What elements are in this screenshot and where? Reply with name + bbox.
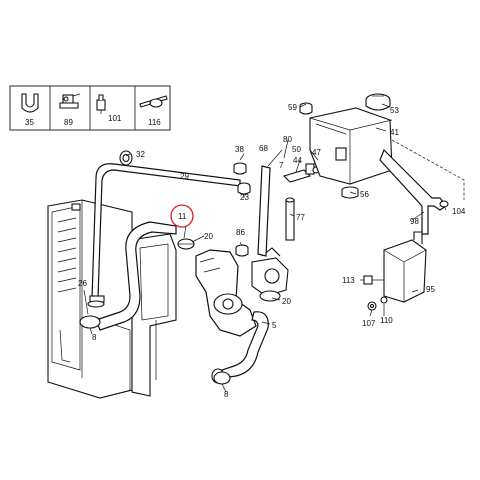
callout-44: 44 (293, 156, 302, 165)
expansion-tank (309, 107, 393, 185)
callout-23: 23 (240, 193, 249, 202)
callout-107: 107 (362, 319, 376, 328)
highlight-circle-11 (170, 204, 194, 228)
callout-86: 86 (236, 228, 245, 237)
callouts: 59 53 41 80 68 50 44 47 38 32 29 7 23 56… (78, 103, 466, 399)
part-32 (119, 150, 133, 166)
callout-38: 38 (235, 145, 244, 154)
legend-label-116: 116 (148, 118, 161, 127)
callout-77: 77 (296, 213, 305, 222)
callout-80: 80 (283, 135, 292, 144)
legend-label-101: 101 (108, 114, 122, 123)
callout-41: 41 (390, 128, 399, 137)
tank-cap-53 (365, 93, 391, 111)
callout-104: 104 (452, 207, 466, 216)
pipe-77 (285, 197, 295, 241)
cable-strap-icon (139, 95, 168, 108)
callout-20-lower: 20 (282, 297, 291, 306)
callout-29: 29 (180, 172, 189, 181)
leader-lines (83, 103, 447, 393)
cable-tie-holder-icon (96, 94, 106, 114)
pipe-68 (257, 149, 283, 257)
callout-8-left: 8 (92, 333, 97, 342)
screw-113 (363, 275, 384, 285)
hose-29 (87, 163, 241, 308)
callout-53: 53 (390, 106, 399, 115)
clamp-8-left (79, 315, 101, 329)
part-23 (237, 182, 251, 195)
clamp-20-upper (177, 238, 195, 250)
hose-98 (379, 148, 449, 235)
legend-label-89: 89 (64, 118, 73, 127)
callout-68: 68 (259, 144, 268, 153)
part-38 (233, 162, 247, 175)
callout-113: 113 (342, 276, 355, 285)
part-59 (299, 102, 313, 115)
part-107 (367, 301, 377, 311)
legend: 35 89 101 116 (9, 85, 171, 131)
callout-7: 7 (279, 161, 284, 170)
legend-label-35: 35 (25, 118, 34, 127)
callout-26: 26 (78, 279, 87, 288)
callout-32: 32 (136, 150, 145, 159)
callout-59: 59 (288, 103, 297, 112)
dashed-guide-104 (391, 139, 465, 200)
callout-95: 95 (426, 285, 435, 294)
clip-bracket-icon (59, 93, 81, 109)
water-pump (195, 247, 289, 337)
callout-56: 56 (360, 190, 369, 199)
fan-shroud (129, 233, 177, 397)
callout-20-upper: 20 (204, 232, 213, 241)
callout-11: 11 (178, 212, 187, 221)
washer-tank-95 (383, 231, 427, 303)
callout-110: 110 (380, 316, 393, 325)
callout-47: 47 (312, 148, 321, 157)
callout-50: 50 (292, 145, 301, 154)
callout-5: 5 (272, 321, 277, 330)
part-86 (235, 244, 249, 257)
callout-98: 98 (410, 217, 419, 226)
part-110 (380, 296, 388, 304)
hose-clamp-icon (21, 93, 39, 113)
callout-8-right: 8 (224, 390, 229, 399)
part-56 (341, 186, 359, 199)
clamp-8-right (213, 371, 231, 385)
